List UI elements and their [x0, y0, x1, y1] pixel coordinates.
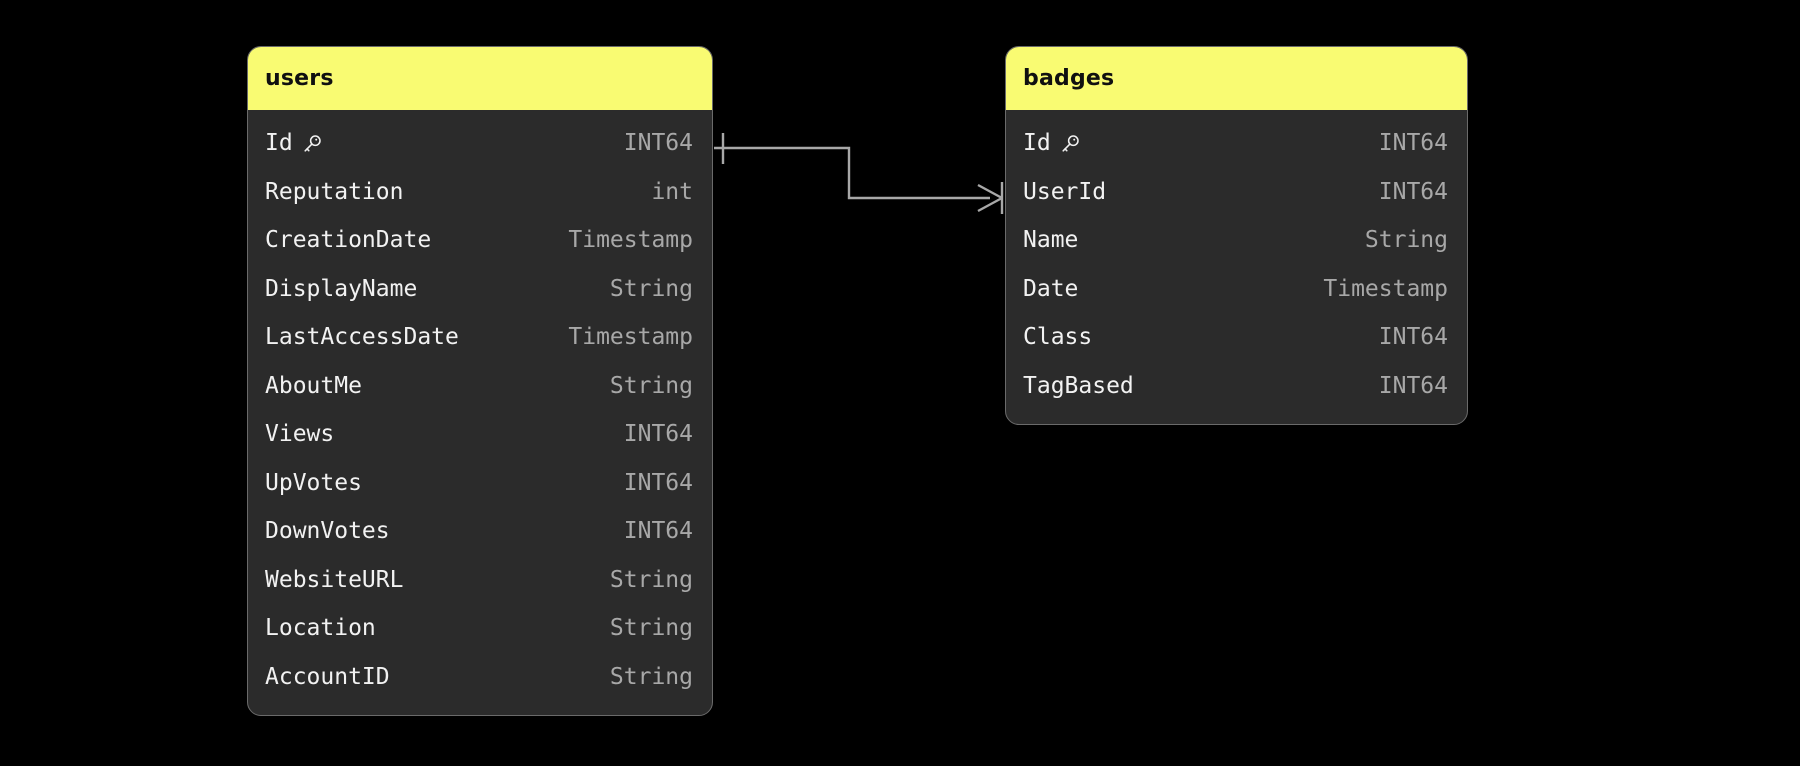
key-icon: [301, 133, 323, 155]
field-row[interactable]: LastAccessDate Timestamp: [248, 313, 712, 362]
connector-path: [714, 146, 990, 200]
field-row[interactable]: Views INT64: [248, 410, 712, 459]
field-name-cell: AboutMe: [265, 373, 362, 399]
field-type-cell: INT64: [1378, 324, 1448, 351]
field-type-cell: INT64: [623, 518, 693, 545]
field-type-cell: String: [609, 372, 693, 399]
field-row[interactable]: Name String: [1006, 216, 1467, 265]
field-name-cell: WebsiteURL: [265, 567, 403, 593]
field-type-cell: Timestamp: [1323, 275, 1448, 302]
field-type-cell: String: [609, 275, 693, 302]
field-name-cell: UserId: [1023, 179, 1106, 205]
field-name-text: Date: [1023, 275, 1079, 302]
field-name-cell: Class: [1023, 324, 1092, 350]
field-type-cell: INT64: [1378, 372, 1448, 399]
field-name-text: UserId: [1023, 178, 1107, 205]
field-name-cell: DownVotes: [265, 518, 390, 544]
field-name-cell: UpVotes: [265, 470, 362, 496]
field-row[interactable]: Id INT64: [1006, 119, 1467, 168]
field-name-text: TagBased: [1023, 372, 1134, 399]
field-row[interactable]: Id INT64: [248, 119, 712, 168]
field-type-cell: String: [609, 566, 693, 593]
field-type-cell: int: [651, 178, 693, 205]
field-type-cell: String: [609, 615, 693, 642]
field-name-text: Views: [265, 421, 335, 448]
field-row[interactable]: AccountID String: [248, 653, 712, 702]
field-name-cell: Id: [1023, 130, 1081, 156]
field-name-cell: AccountID: [265, 664, 390, 690]
field-name-cell: Date: [1023, 276, 1078, 302]
field-name-text: WebsiteURL: [265, 566, 404, 593]
field-row[interactable]: CreationDate Timestamp: [248, 216, 712, 265]
field-name-cell: Views: [265, 421, 334, 447]
field-name-cell: Reputation: [265, 179, 403, 205]
field-name-text: Id: [1023, 130, 1051, 157]
field-name-text: Location: [265, 615, 376, 642]
field-name-text: DownVotes: [265, 518, 390, 545]
entity-field-list-badges: Id INT64 UserId INT64: [1006, 110, 1467, 424]
field-name-cell: Location: [265, 615, 376, 641]
field-name-cell: CreationDate: [265, 227, 431, 253]
field-row[interactable]: UpVotes INT64: [248, 459, 712, 508]
field-name-cell: LastAccessDate: [265, 324, 459, 350]
field-row[interactable]: DownVotes INT64: [248, 507, 712, 556]
field-row[interactable]: TagBased INT64: [1006, 362, 1467, 411]
field-type-cell: Timestamp: [568, 227, 693, 254]
field-row[interactable]: AboutMe String: [248, 362, 712, 411]
field-type-cell: String: [1364, 227, 1448, 254]
field-name-cell: DisplayName: [265, 276, 417, 302]
field-name-text: AccountID: [265, 663, 390, 690]
field-type-cell: INT64: [623, 130, 693, 157]
entity-table-users[interactable]: users Id INT64: [247, 46, 713, 716]
field-name-text: UpVotes: [265, 469, 362, 496]
field-row[interactable]: UserId INT64: [1006, 168, 1467, 217]
field-name-text: Reputation: [265, 178, 404, 205]
field-name-cell: TagBased: [1023, 373, 1134, 399]
field-row[interactable]: Reputation int: [248, 168, 712, 217]
entity-table-badges[interactable]: badges Id INT64: [1005, 46, 1468, 425]
field-name-text: Id: [265, 130, 293, 157]
field-type-cell: INT64: [623, 469, 693, 496]
entity-header-badges[interactable]: badges: [1006, 47, 1467, 110]
field-type-cell: String: [609, 663, 693, 690]
field-type-cell: INT64: [623, 421, 693, 448]
field-row[interactable]: Class INT64: [1006, 313, 1467, 362]
field-row[interactable]: DisplayName String: [248, 265, 712, 314]
field-row[interactable]: WebsiteURL String: [248, 556, 712, 605]
field-row[interactable]: Location String: [248, 604, 712, 653]
field-type-cell: Timestamp: [568, 324, 693, 351]
field-type-cell: INT64: [1378, 178, 1448, 205]
field-name-cell: Id: [265, 130, 323, 156]
field-name-text: CreationDate: [265, 227, 432, 254]
field-name-text: LastAccessDate: [265, 324, 459, 351]
field-name-text: Name: [1023, 227, 1079, 254]
key-icon: [1059, 133, 1081, 155]
cardinality-many-marker: [977, 182, 1004, 214]
entity-title: users: [265, 66, 334, 91]
entity-header-users[interactable]: users: [248, 47, 712, 110]
field-name-text: AboutMe: [265, 372, 362, 399]
field-row[interactable]: Date Timestamp: [1006, 265, 1467, 314]
field-name-text: DisplayName: [265, 275, 418, 302]
entity-field-list-users: Id INT64 Reputation int: [248, 110, 712, 715]
field-name-text: Class: [1023, 324, 1093, 351]
field-name-cell: Name: [1023, 227, 1078, 253]
field-type-cell: INT64: [1378, 130, 1448, 157]
entity-title: badges: [1023, 66, 1115, 91]
